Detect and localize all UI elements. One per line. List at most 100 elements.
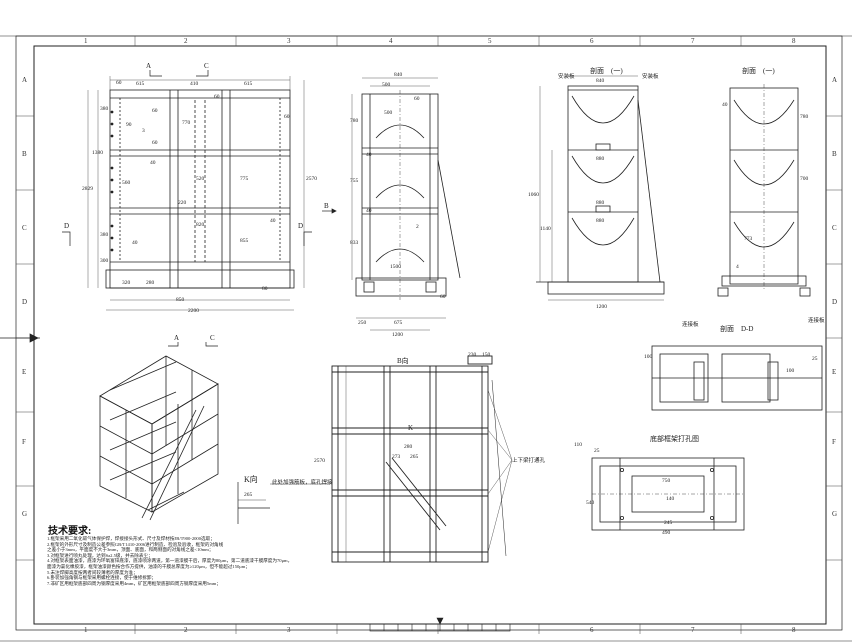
dim-dd-25: 25: [812, 356, 818, 362]
grid-row-left-b: B: [22, 150, 27, 158]
grid-row-right-b: B: [832, 150, 837, 158]
dim-s1-840: 840: [596, 78, 605, 84]
grid-col-top-8: 8: [792, 37, 796, 45]
dim-s2-780: 780: [800, 114, 809, 120]
dim-front-60-b: 60: [152, 108, 158, 114]
dim-front-3: 3: [142, 128, 145, 134]
dim-front-615-right: 615: [244, 81, 253, 87]
grid-col-bottom-2: 2: [184, 626, 188, 634]
dim-side-675: 675: [394, 320, 403, 326]
dim-front-40-c: 40: [132, 240, 138, 246]
note-item-7: 5.未注焊脚高度按两者间较薄者的厚度为准；: [47, 569, 138, 575]
note-item-8: 6.卧装加强角钢与框架采用螺栓连接，使于维修拆卸；: [47, 575, 157, 581]
note-item-5: 4.对框架表面油漆，底漆为环氧富锌底漆，底漆喷涂两道，第一道漆膜干后，厚度为80…: [47, 558, 293, 564]
frame-hole-view: [591, 457, 745, 531]
callout-mount-plate-left: 安装板: [558, 74, 575, 80]
b-view-leaders: [345, 366, 513, 562]
dim-s1-880-c: 880: [596, 218, 605, 224]
dim-side-1500: 1500: [390, 264, 401, 270]
grid-col-top-4: 4: [389, 37, 393, 45]
notes-title: 技术要求:: [48, 526, 92, 537]
grid-row-right-a: A: [832, 76, 838, 84]
section-mark-d-right: D: [298, 222, 304, 230]
k-view-title: K向: [244, 475, 258, 484]
grid-col-top-7: 7: [691, 37, 695, 45]
grid-row-right-f: F: [832, 438, 836, 446]
section-arrows: [62, 70, 337, 347]
dim-side-755: 755: [350, 178, 359, 184]
dim-front-1380: 1380: [92, 150, 103, 156]
grid-row-left-c: C: [22, 224, 27, 232]
section-mark-c-top: C: [204, 62, 209, 70]
grid-col-top-5: 5: [488, 37, 492, 45]
section-mark-c-lower: C: [210, 334, 215, 342]
dim-front-300: 300: [100, 258, 109, 264]
dim-front-380-a: 380: [100, 106, 109, 112]
dim-s1-1200: 1200: [596, 304, 607, 310]
dim-side-250: 250: [358, 320, 367, 326]
grid-col-top-2: 2: [184, 37, 188, 45]
dim-front-410: 410: [190, 81, 199, 87]
front-bolt-dots: [110, 110, 114, 252]
section-2-title: 剖面 (一): [742, 67, 775, 75]
section-dd-view: [651, 345, 823, 411]
grid-row-right-c: C: [832, 224, 837, 232]
dim-front-40-a: 40: [150, 160, 156, 166]
grid-col-bottom-8: 8: [792, 626, 796, 634]
dim-front-770: 770: [182, 120, 191, 126]
k-view-detail: [237, 482, 330, 524]
note-item-1: 1.框架采用二氧化碳气体保护焊，焊接接头形式、尺寸及焊材按JB/T900-200…: [47, 536, 215, 541]
k-mark: K: [408, 424, 414, 432]
dim-front-60-d: 60: [284, 114, 290, 120]
dim-front-855: 855: [240, 238, 249, 244]
technical-notes: 1.框架采用二氧化碳气体保护焊，焊接接头形式、尺寸及焊材按JB/T900-200…: [47, 536, 377, 586]
dim-b-2570: 2570: [314, 458, 325, 464]
dim-front-380-b: 380: [100, 232, 109, 238]
dim-s2-4: 4: [736, 264, 739, 270]
dim-side-40-b: 40: [366, 208, 372, 214]
note-item-2: 2.框架的外形尺寸及制造公差参照GB/T1410-2006进行制造、检验及验收，…: [47, 541, 224, 547]
side-dim-lines: [351, 77, 446, 331]
b-view: [331, 355, 507, 563]
section-1-view: [536, 85, 665, 295]
note-item-4: 3.对框架进行喷丸处理，达到Sa2.5级，并去除表尘；: [47, 552, 153, 558]
callout-k-note: 此处加强筋板，底孔焊接: [272, 480, 333, 486]
dim-side-1200: 1200: [392, 332, 403, 338]
callout-mount-plate-right: 安装板: [642, 74, 659, 80]
dim-side-500-b: 500: [384, 110, 393, 116]
scale-bar: [369, 617, 511, 632]
grid-col-top-3: 3: [287, 37, 291, 45]
dim-hole-245: 245: [664, 520, 673, 526]
note-item-6: 面漆为氯化橡胶漆，框架油漆颜色按合作方提供，油漆的干膜总厚度为≥120μm，但不…: [47, 563, 250, 569]
front-dim-lines: [87, 76, 305, 311]
grid-col-bottom-6: 6: [590, 626, 594, 634]
dim-front-615-left: 615: [136, 81, 145, 87]
dim-front-560: 560: [122, 180, 131, 186]
dim-front-850: 850: [176, 297, 185, 303]
dim-b-280: 280: [404, 444, 413, 450]
dim-side-833: 833: [350, 240, 359, 246]
view-arrow-b: B: [324, 202, 329, 210]
grid-ticks: [16, 36, 842, 634]
dim-front-80: 80: [262, 286, 268, 292]
dim-front-60-e: 60: [152, 140, 158, 146]
dim-side-60-b: 60: [440, 294, 446, 300]
dim-side-60: 60: [414, 96, 420, 102]
grid-row-left-e: E: [22, 368, 27, 376]
grid-row-right-g: G: [832, 510, 838, 518]
dim-front-2200: 2200: [188, 308, 199, 314]
dim-front-775: 775: [240, 176, 249, 182]
dim-s2-700: 700: [800, 176, 809, 182]
dim-dd-100-a: 100: [644, 354, 653, 360]
dim-hole-110: 110: [574, 442, 583, 448]
dim-front-40-b: 40: [270, 218, 276, 224]
grid-row-left-d: D: [22, 298, 28, 306]
grid-col-bottom-3: 3: [287, 626, 291, 634]
dim-side-780: 780: [350, 118, 359, 124]
dim-front-90: 90: [126, 122, 132, 128]
section-dd-title: 剖面 D-D: [720, 325, 754, 333]
dim-hole-140: 140: [666, 496, 675, 502]
dim-b-273: 273: [392, 454, 401, 460]
dim-s2-773: 773: [744, 236, 753, 242]
